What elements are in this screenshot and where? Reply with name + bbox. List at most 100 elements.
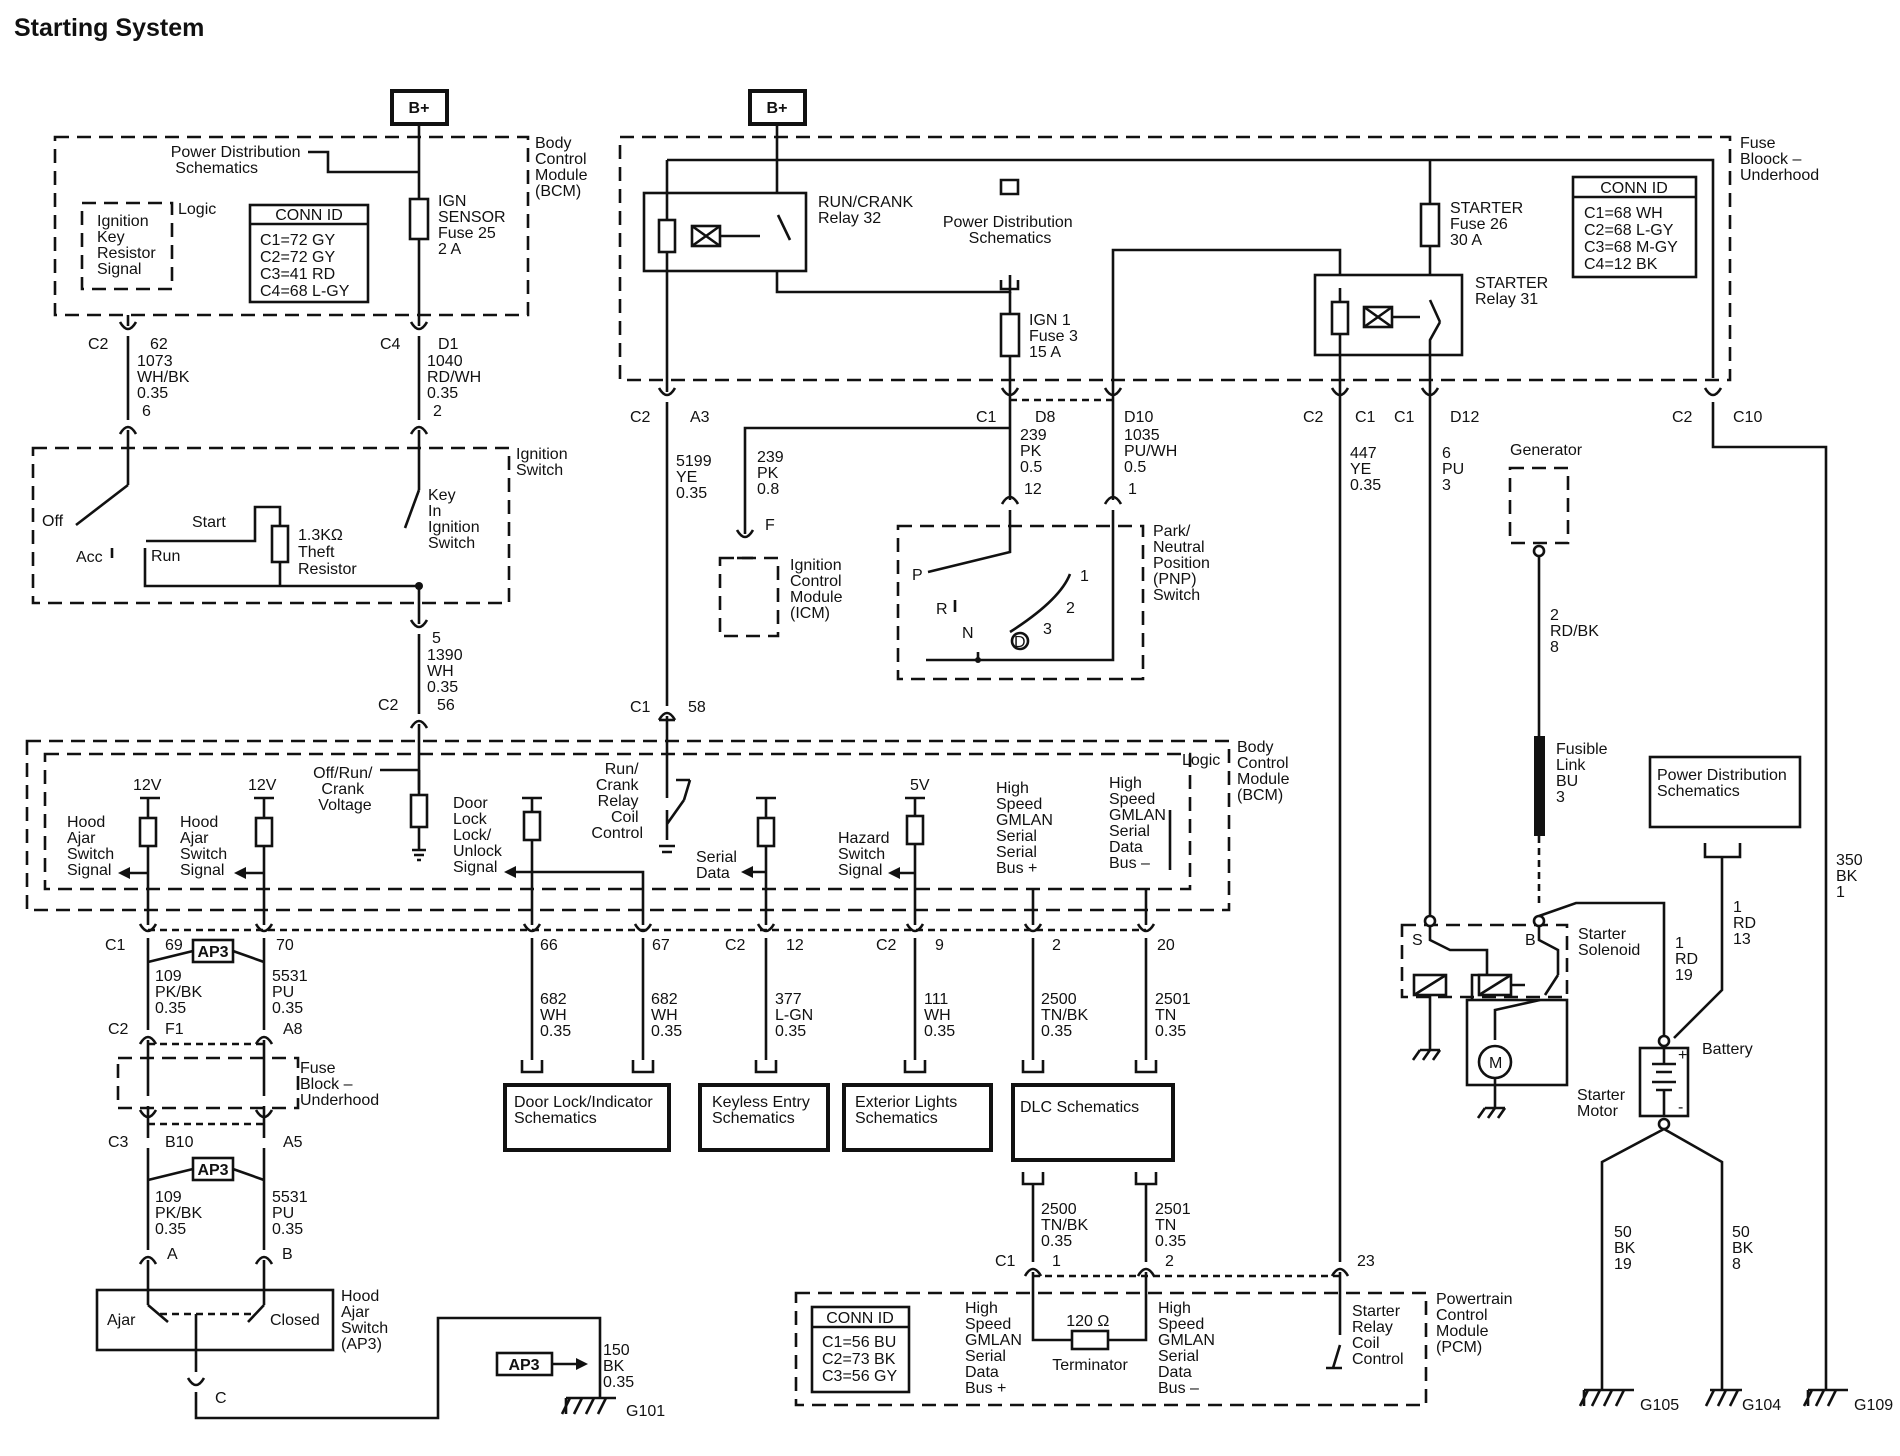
svg-text:1 RD 13: 1 RD 13 [1733,899,1761,948]
svg-text:C2: C2 [876,937,897,954]
svg-text:Off/Run/ Crank Vol: Off/Run/ Crank Voltage [313,765,377,814]
svg-text:A: A [167,1246,178,1263]
wire-5531-upper: 5531 PU 0.35 [272,968,312,1017]
svg-text:66: 66 [540,937,558,954]
ign-key-signal-label: Ignition Key Resistor Signal [97,213,160,278]
svg-text:C10: C10 [1733,409,1762,426]
svg-text:A5: A5 [283,1134,303,1151]
svg-text:1 RD 19: 1 RD 19 [1675,935,1703,984]
wire-239: 239 PK 0.5 12 [1020,427,1051,498]
svg-text:D12: D12 [1450,409,1479,426]
svg-text:C3: C3 [108,1134,129,1151]
svg-text:High Speed GMLAN: High Speed GMLAN Serial Data Bus – [1109,775,1170,872]
hood-ajar-switch: Hood Ajar Switch (AP3) Ajar Closed C [95,1288,602,1420]
svg-text:12V: 12V [248,777,277,794]
ign1-fuse-label: IGN 1 Fuse 3 15 A [1029,312,1082,361]
svg-text:G109: G109 [1854,1397,1893,1414]
svg-text:C1=56 BU C2=73 BK: C1=56 BU C2=73 BK C3=56 GY [822,1334,901,1385]
svg-text:D: D [1014,634,1026,651]
svg-text:B+: B+ [767,100,788,117]
bcm-top-label: Body Control Module (BCM) [535,135,592,200]
svg-text:Ajar: Ajar [107,1312,136,1329]
svg-text:B: B [282,1246,293,1263]
icm-pin-f: F [765,517,775,534]
wire-5531-lower: 5531 PU 0.35 [272,1189,312,1238]
svg-text:Ignition Control M: Ignition Control Module (ICM) [790,557,847,622]
bcm-top-conn-id: CONN ID C1=72 GY C2=72 GY C3=41 RD C4=68… [248,203,370,304]
svg-text:Start: Start [192,514,226,531]
svg-text:Body Control Modul: Body Control Module (BCM) [1237,739,1294,804]
pnp-switch: Park/ Neutral Position (PNP) Switch P R … [896,520,1214,681]
fuse-block-lower-label: Fuse Block – Underhood [300,1060,379,1109]
svg-text:Off: Off [42,513,64,530]
ground-g109: G109 [1802,1388,1893,1414]
svg-text:23: 23 [1357,1253,1375,1270]
svg-text:Run: Run [151,548,180,565]
svg-text:High Speed GMLAN: High Speed GMLAN Serial Serial Bus + [996,780,1057,877]
svg-text:20: 20 [1157,937,1175,954]
svg-text:Fuse Bloock – Unde: Fuse Bloock – Underhood [1740,135,1819,184]
svg-text:AP3: AP3 [508,1357,539,1374]
svg-text:CONN ID: CONN ID [275,207,343,224]
bplus-left: B+ [390,89,449,126]
wire-6-pu: 6 PU 3 [1442,445,1469,494]
wire-1035: 1035 PU/WH 0.5 1 [1124,427,1182,498]
svg-text:Power Distribution Schem: Power Distribution Schematics [1657,767,1791,800]
svg-text:C2: C2 [1672,409,1693,426]
svg-text:R: R [936,601,948,618]
svg-text:67: 67 [652,937,670,954]
svg-text:S: S [1412,932,1423,949]
svg-text:F1: F1 [165,1021,184,1038]
ground-g105: G105 [1578,1388,1679,1414]
fuse-block-connectors: C2 A3 C1 D8 D10 C2 C1 C1 D12 C2 C10 [630,262,1762,790]
fuse-block-underhood: Fuse Bloock – Underhood RUN/CRANK Relay … [618,124,1819,400]
pin-58: 58 [688,699,706,716]
svg-text:2 RD/BK 8: 2 RD/BK 8 [1550,607,1603,656]
svg-text:C1: C1 [1394,409,1415,426]
relay-32-label: RUN/CRANK Relay 32 [818,194,918,227]
battery: 1 RD 19 1 RD 13 + - Battery 50 BK 19 50 … [1538,857,1761,1390]
d1-pin: D1 [438,336,459,353]
svg-text:B: B [1525,932,1536,949]
svg-text:Generator: Generator [1510,442,1583,459]
starter-solenoid: Starter Solenoid S B M Starter Motor [1400,914,1640,1120]
svg-text:3: 3 [1043,621,1052,638]
svg-text:C: C [215,1390,227,1407]
wire-239-pk-08: 239 PK 0.8 [757,449,788,498]
svg-text:C2: C2 [108,1021,129,1038]
fuse-block-conn-id: CONN ID C1=68 WH C2=68 L-GY C3=68 M-GY C… [1571,175,1698,279]
svg-text:Door Lock Lock/: Door Lock Lock/ Unlock Signal [453,795,506,876]
svg-text:Hood Ajar Switch: Hood Ajar Switch Signal [67,814,119,879]
svg-text:12V: 12V [133,777,162,794]
svg-text:Ignition Switch: Ignition Switch [516,446,572,479]
svg-text:G104: G104 [1742,1397,1781,1414]
svg-text:2500 TN/BK 0.35 25: 2500 TN/BK 0.35 2501 TN 0.35 [1041,1201,1195,1250]
svg-text:Park/ Neutral Posi: Park/ Neutral Position (PNP) Switch [1153,523,1214,604]
c2-56-label: C2 [378,697,399,714]
ground-g101: AP3 150 BK 0.35 G101 [495,1342,665,1420]
svg-text:C1: C1 [105,937,126,954]
svg-text:Hood Ajar Switch: Hood Ajar Switch (AP3) [341,1288,393,1353]
svg-text:69: 69 [165,937,183,954]
generator: Generator 2 RD/BK 8 Fusible Link BU 3 [1508,442,1608,906]
c4-label: C4 [380,336,401,353]
svg-text:Starter Relay Coil: Starter Relay Coil Control [1352,1303,1404,1368]
svg-text:C1=68 WH C2=68 L-GY: C1=68 WH C2=68 L-GY C3=68 M-GY C4=12 BK [1584,205,1682,273]
svg-text:A3: A3 [690,409,710,426]
wire-1073: 62 1073 WH/BK 0.35 6 [137,336,194,420]
svg-text:682 WH 0.35: 682 WH 0.35 682 WH 0.35 377 L-GN 0.35 11… [540,991,1195,1040]
svg-text:Run/ Crank Relay: Run/ Crank Relay Coil Control [591,761,643,842]
svg-text:Logic: Logic [1182,752,1220,769]
svg-text:G101: G101 [626,1403,665,1420]
svg-text:-: - [1678,1099,1683,1116]
fuse-block-lower [116,1056,300,1110]
svg-text:1.3KΩ Theft Resist: 1.3KΩ Theft Resistor [298,527,357,578]
starter-fuse-label: STARTER Fuse 26 30 A [1450,200,1528,249]
svg-text:Hazard Switch Sign: Hazard Switch Signal [838,830,894,879]
c1-58-label: C1 [630,699,651,716]
svg-text:C1: C1 [995,1253,1016,1270]
svg-text:P: P [912,567,923,584]
svg-text:N: N [962,625,974,642]
